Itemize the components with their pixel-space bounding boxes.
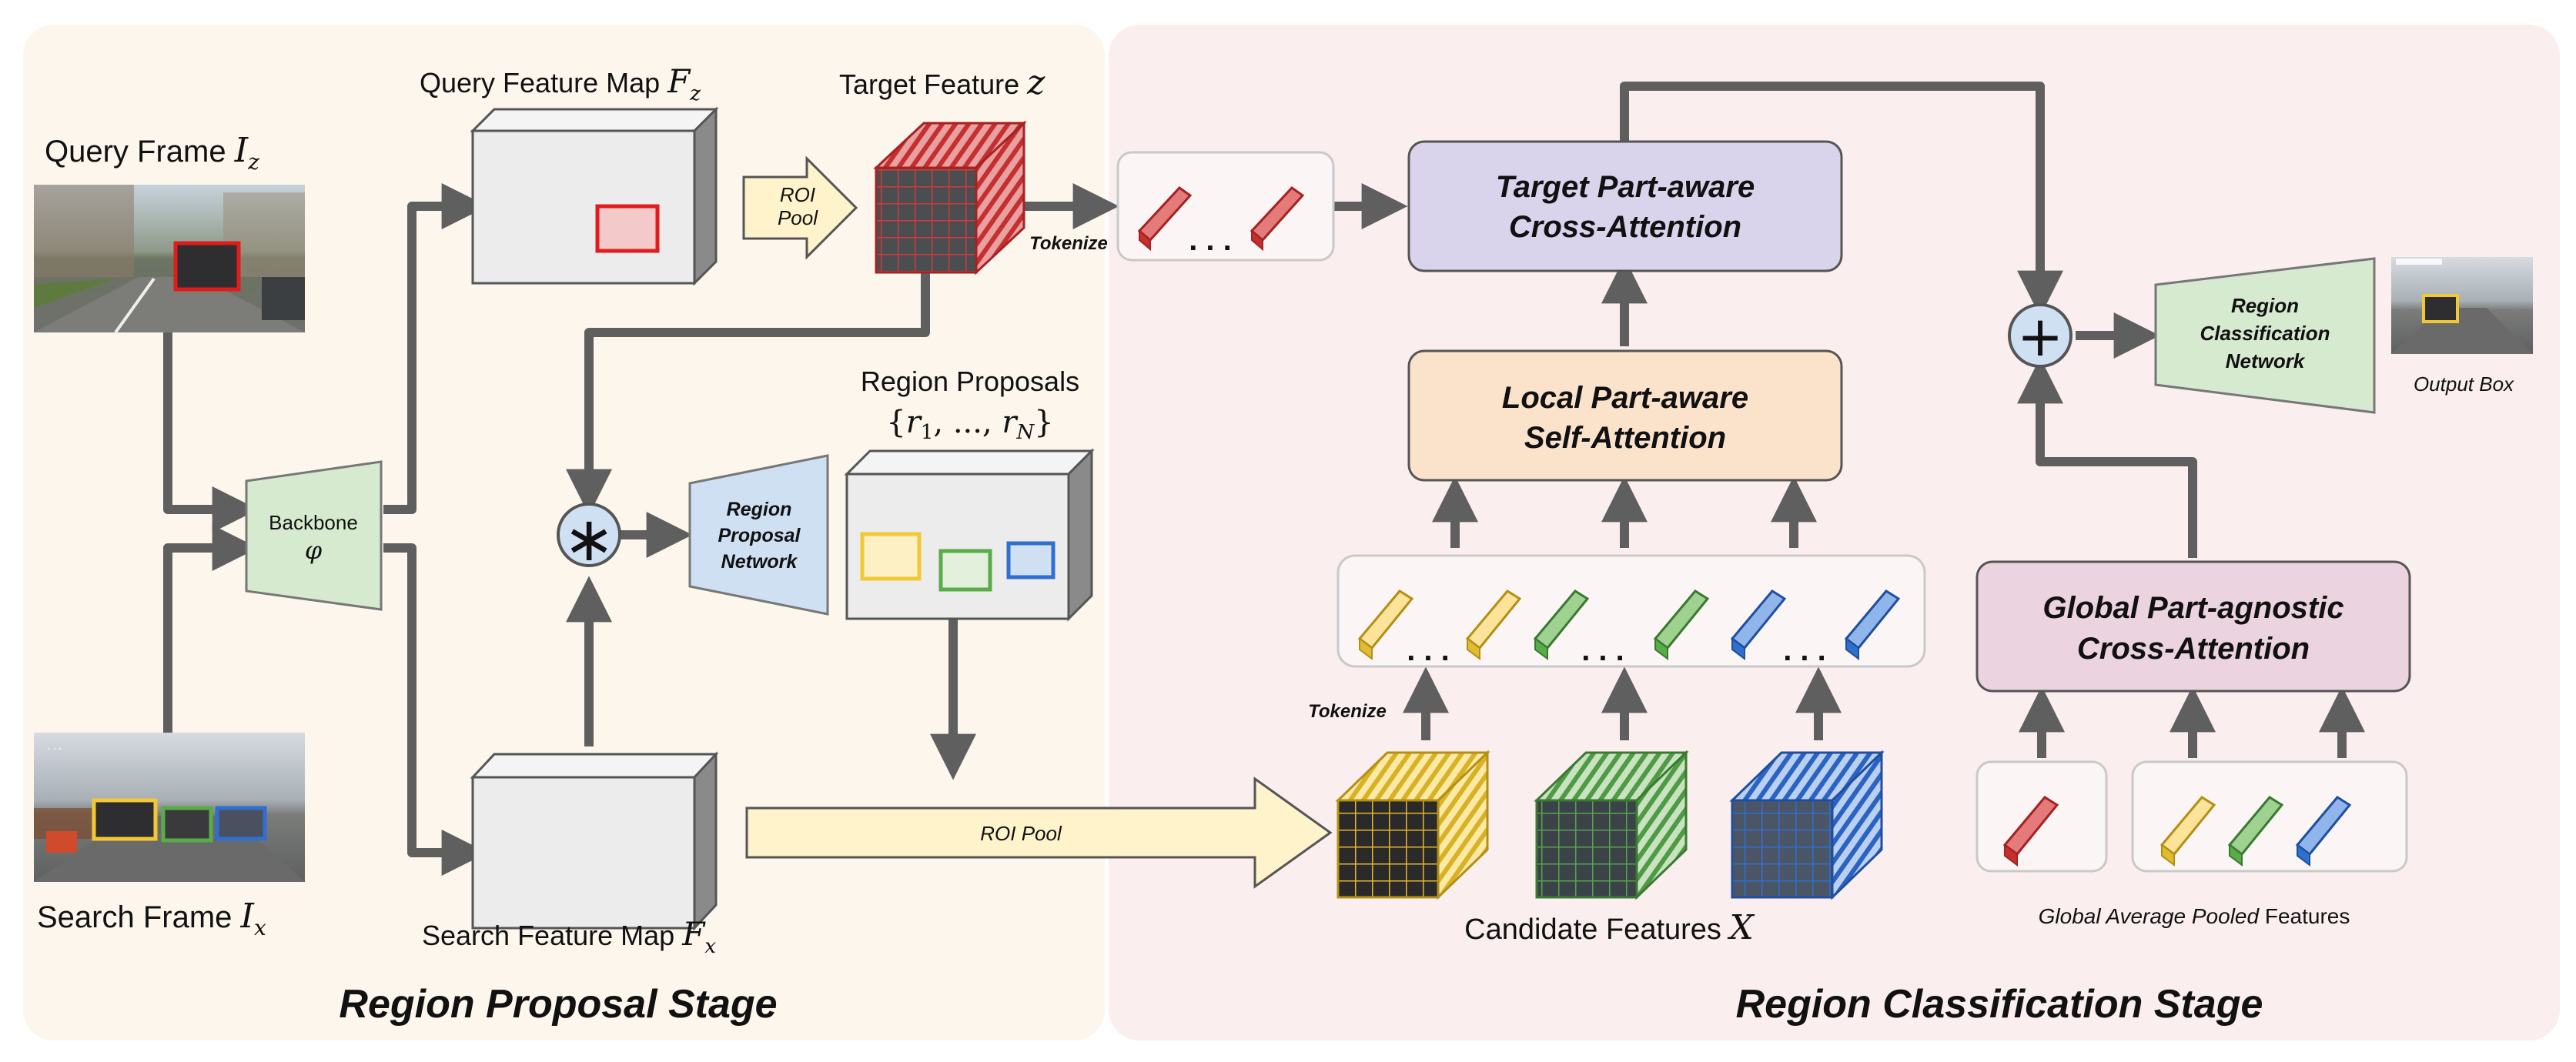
region-proposals-label: Region Proposals xyxy=(861,366,1079,397)
rpn-block xyxy=(688,454,829,616)
rcn-label-3: Network xyxy=(2226,349,2306,372)
candidate-token-yellow-1 xyxy=(1357,589,1414,660)
query-roi-box xyxy=(595,204,660,253)
rpn-label-2: Proposal xyxy=(718,525,801,546)
target-token-1 xyxy=(1137,186,1193,252)
search-feature-map-label: Search Feature Map Fx xyxy=(422,915,716,958)
proposal-box-blue xyxy=(1006,541,1055,579)
search-box-green xyxy=(161,806,213,843)
output-box xyxy=(2422,294,2459,323)
rpn-label-3: Network xyxy=(721,551,798,573)
target-tokens-box xyxy=(1116,151,1335,262)
classification-stage-title: Region Classification Stage xyxy=(1736,982,2263,1027)
rcn-label-2: Classification xyxy=(2200,322,2330,345)
backbone-block xyxy=(245,460,383,611)
tokenize-top-label: Tokenize xyxy=(1029,233,1108,254)
target-attention-label-1: Target Part-aware xyxy=(1496,170,1755,204)
candidate-token-blue-2 xyxy=(1844,589,1901,660)
gap-token-red xyxy=(2002,796,2059,867)
global-attention-label-2: Cross-Attention xyxy=(2077,632,2310,666)
query-feature-map-label: Query Feature Map Fz xyxy=(420,62,701,105)
arrow-target-attn-to-plus xyxy=(1620,82,2063,317)
candidate-token-green-1 xyxy=(1533,589,1590,660)
backbone-symbol: φ xyxy=(305,536,323,565)
arrow-backbone-to-search-map xyxy=(383,543,488,876)
global-cross-attention-block xyxy=(1975,560,2411,693)
gap-token-green xyxy=(2227,796,2284,867)
candidate-token-green-2 xyxy=(1653,589,1710,660)
roi-pool-top-arrow xyxy=(742,155,858,260)
rpn-label-1: Region xyxy=(727,499,792,520)
candidate-ellipsis-3: . . . xyxy=(1783,633,1826,667)
sum-operator xyxy=(2008,303,2073,368)
candidate-features-label: Candidate Features X xyxy=(1464,908,1755,947)
target-cross-attention-block xyxy=(1407,140,1843,272)
region-proposals-map xyxy=(844,448,1095,622)
roi-pool-top-label-1: ROI xyxy=(780,183,815,206)
arrow-backbone-to-query-map xyxy=(383,183,488,514)
arrow-query-to-backbone xyxy=(163,332,259,533)
global-attention-label-1: Global Part-agnostic xyxy=(2042,591,2343,625)
candidate-cube-green xyxy=(1534,750,1689,900)
search-box-yellow xyxy=(92,798,158,841)
output-frame-image xyxy=(2391,257,2533,354)
target-token-2 xyxy=(1250,186,1305,252)
rcn-block xyxy=(2154,257,2376,414)
gap-token-yellow xyxy=(2159,796,2216,867)
target-feature-label: Target Feature z xyxy=(839,63,1045,102)
correlation-symbol: ∗ xyxy=(563,503,614,575)
sum-symbol: + xyxy=(2017,304,2063,369)
gap-token-blue xyxy=(2295,796,2352,867)
target-feature-cube xyxy=(873,120,1027,276)
region-proposals-set: {r1, ..., rN} xyxy=(886,405,1053,444)
connectors xyxy=(163,82,2365,876)
candidate-ellipsis-2: . . . xyxy=(1581,633,1624,667)
search-box-blue xyxy=(215,806,267,841)
roi-pool-bottom-label: ROI Pool xyxy=(980,822,1062,845)
search-frame-image: ... xyxy=(34,733,305,882)
proposal-box-yellow xyxy=(860,532,922,581)
correlation-operator xyxy=(557,503,621,567)
query-target-box xyxy=(173,241,241,292)
candidate-cube-blue xyxy=(1729,750,1885,900)
candidate-token-yellow-2 xyxy=(1465,589,1522,660)
proposal-stage-title: Region Proposal Stage xyxy=(339,982,777,1027)
candidate-ellipsis-1: . . . xyxy=(1407,633,1450,667)
local-attention-label-1: Local Part-aware xyxy=(1502,381,1748,415)
search-frame-label: Search Frame Ix xyxy=(37,897,266,940)
target-attention-label-2: Cross-Attention xyxy=(1509,210,1741,244)
query-frame-image xyxy=(34,185,305,334)
search-feature-map xyxy=(470,751,719,931)
candidate-cube-yellow xyxy=(1335,750,1490,900)
rcn-label-1: Region xyxy=(2231,294,2299,317)
backbone-label: Backbone xyxy=(269,511,358,534)
tokenize-bottom-label: Tokenize xyxy=(1308,701,1387,722)
arrow-target-to-correlation xyxy=(566,273,930,516)
candidate-token-blue-1 xyxy=(1730,589,1787,660)
local-attention-label-2: Self-Attention xyxy=(1524,421,1726,455)
query-feature-map xyxy=(470,106,719,286)
output-box-label: Output Box xyxy=(2414,372,2514,396)
proposal-box-green xyxy=(938,549,992,592)
query-frame-label: Query Frame Iz xyxy=(45,131,259,175)
arrow-global-to-plus xyxy=(2017,357,2197,558)
local-self-attention-block xyxy=(1407,349,1843,482)
search-frame-watermark: ... xyxy=(46,741,63,752)
roi-pool-top-label-2: Pool xyxy=(778,206,818,229)
gap-features-label: Global Average Pooled Features xyxy=(2039,904,2350,928)
roi-pool-bottom-arrow xyxy=(745,776,1333,889)
arrow-search-to-backbone xyxy=(163,525,259,733)
target-token-ellipsis: . . . xyxy=(1189,223,1232,257)
